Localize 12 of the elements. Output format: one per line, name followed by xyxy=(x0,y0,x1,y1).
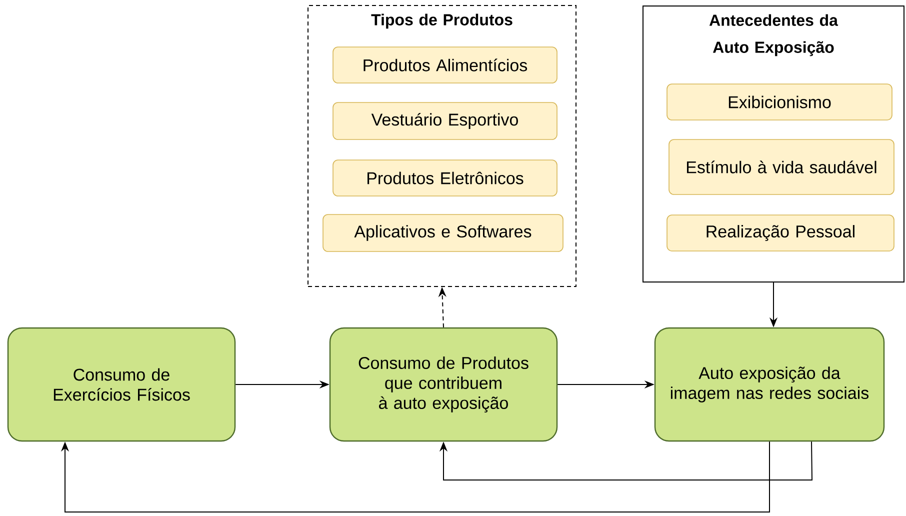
item-box: Realização Pessoal xyxy=(666,214,894,252)
item-box: Produtos Eletrônicos xyxy=(332,160,558,196)
item-box: Estímulo à vida saudável xyxy=(668,139,894,195)
process-box: Consumo de Produtos que contribuem à auto exposição xyxy=(329,327,558,442)
process-box: Auto exposição da imagem nas redes sociais xyxy=(654,327,885,442)
process-box: Consumo de Exercícios Físicos xyxy=(7,327,236,442)
arrow xyxy=(439,441,812,480)
item-box: Vestuário Esportivo xyxy=(332,102,558,140)
item-box: Aplicativos e Softwares xyxy=(322,214,564,252)
item-box: Exibicionismo xyxy=(666,84,892,120)
item-box: Produtos Alimentícios xyxy=(332,46,558,84)
arrow xyxy=(60,441,770,512)
